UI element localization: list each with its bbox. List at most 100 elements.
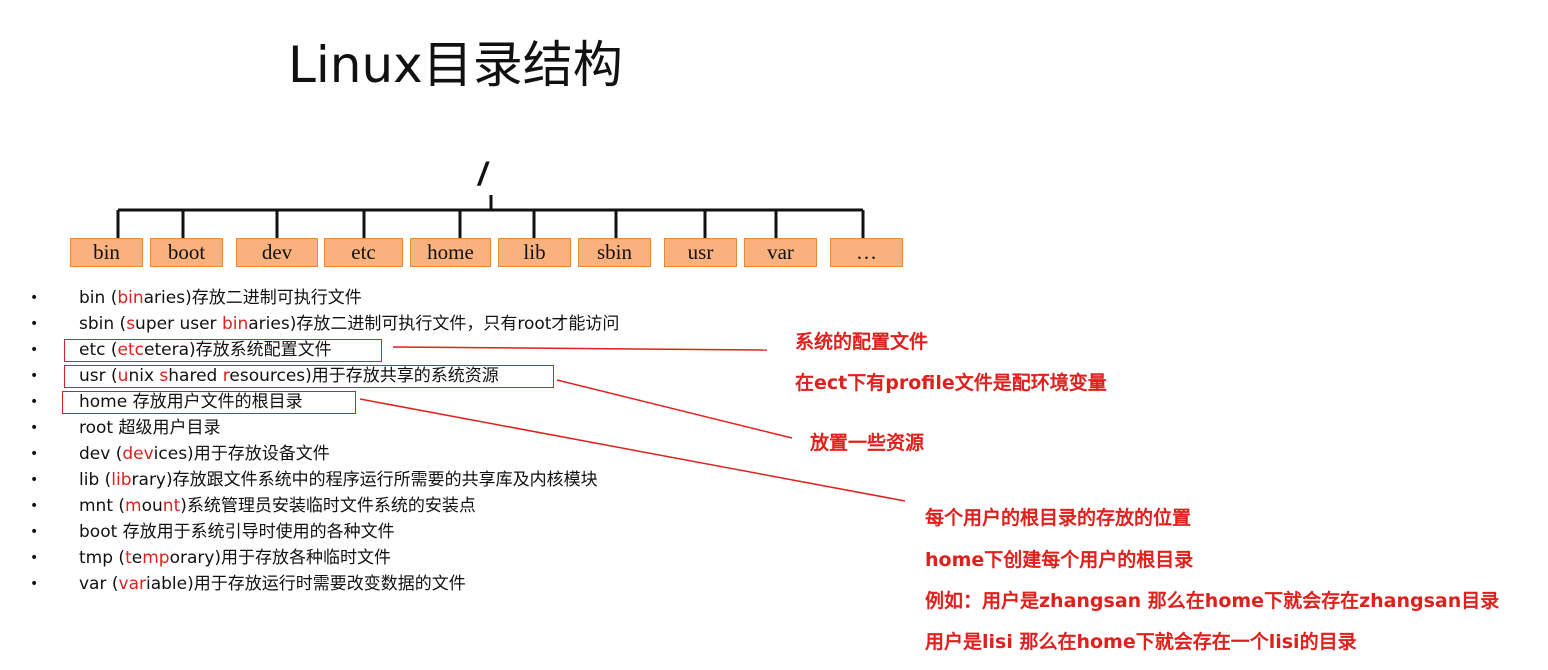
text-segment: root 超级用户目录 xyxy=(79,418,221,438)
text-segment: aries)存放二进制可执行文件 xyxy=(143,288,362,308)
text-segment: rary)存放跟文件系统中的程序运行所需要的共享库及内核模块 xyxy=(131,470,598,490)
dir-box-more: … xyxy=(830,238,903,267)
text-segment: e xyxy=(131,548,143,568)
highlight-box-etc xyxy=(64,339,382,362)
text-segment: ices)用于存放设备文件 xyxy=(153,444,330,464)
bullet-marker: • xyxy=(30,420,39,436)
text-segment: lib ( xyxy=(79,470,112,490)
list-item: • var (variable)用于存放运行时需要改变数据的文件 xyxy=(0,571,760,597)
highlighted-abbreviation: t xyxy=(125,548,132,568)
list-item-text: mnt (mount)系统管理员安装临时文件系统的安装点 xyxy=(79,493,476,519)
list-item-text: var (variable)用于存放运行时需要改变数据的文件 xyxy=(79,571,466,597)
list-item-text: tmp (temporary)用于存放各种临时文件 xyxy=(79,545,391,571)
text-segment: bin ( xyxy=(79,288,118,308)
text-segment: hared xyxy=(168,366,223,386)
highlighted-abbreviation: lib xyxy=(111,470,132,490)
highlight-box-home xyxy=(62,391,356,414)
highlighted-abbreviation: s xyxy=(126,314,136,334)
dir-box-home: home xyxy=(410,238,491,267)
bullet-marker: • xyxy=(30,576,39,592)
bullet-marker: • xyxy=(30,550,39,566)
text-segment: nix xyxy=(128,366,160,386)
list-item-text: lib (library)存放跟文件系统中的程序运行所需要的共享库及内核模块 xyxy=(79,467,598,493)
text-segment: etc ( xyxy=(79,340,118,360)
highlighted-abbreviation: bin xyxy=(117,288,144,308)
dir-box-dev: dev xyxy=(236,238,318,267)
highlighted-abbreviation: dev xyxy=(122,444,154,464)
highlighted-abbreviation: m xyxy=(125,496,142,516)
annotation-home-line2: home下创建每个用户的根目录 xyxy=(925,549,1194,571)
annotation-etc-line2: 在ect下有profile文件是配环境变量 xyxy=(795,372,1107,394)
text-segment: var ( xyxy=(79,574,119,594)
list-item: • lib (library)存放跟文件系统中的程序运行所需要的共享库及内核模块 xyxy=(0,467,760,493)
bullet-marker: • xyxy=(30,524,39,540)
annotation-home-line1: 每个用户的根目录的存放的位置 xyxy=(925,507,1192,529)
text-segment: iable)用于存放运行时需要改变数据的文件 xyxy=(145,574,466,594)
bullet-marker: • xyxy=(30,316,39,332)
annotation-home-line4: 用户是lisi 那么在home下就会存在一个lisi的目录 xyxy=(925,631,1357,653)
text-segment: home 存放用户文件的根目录 xyxy=(79,392,303,412)
list-item: • bin (binaries)存放二进制可执行文件 xyxy=(0,285,760,311)
list-item-text: boot 存放用于系统引导时使用的各种文件 xyxy=(79,519,395,545)
text-segment: uper user xyxy=(135,314,222,334)
annotation-usr: 放置一些资源 xyxy=(810,432,925,454)
text-segment: usr ( xyxy=(79,366,118,386)
bullet-marker: • xyxy=(30,368,39,384)
dir-box-lib: lib xyxy=(498,238,571,267)
list-item-text: root 超级用户目录 xyxy=(79,415,221,441)
connector-line-usr xyxy=(556,379,793,439)
list-item-text: bin (binaries)存放二进制可执行文件 xyxy=(79,285,362,311)
text-segment: sbin ( xyxy=(79,314,127,334)
annotation-home-line3: 例如：用户是zhangsan 那么在home下就会存在zhangsan目录 xyxy=(925,590,1500,612)
text-segment: orary)用于存放各种临时文件 xyxy=(169,548,392,568)
bullet-marker: • xyxy=(30,342,39,358)
tree-root-label: / xyxy=(478,156,487,192)
connector-line-home xyxy=(359,398,906,502)
highlighted-abbreviation: s xyxy=(159,366,169,386)
dir-box-boot: boot xyxy=(150,238,223,267)
highlighted-abbreviation: nt xyxy=(162,496,181,516)
text-segment: ou xyxy=(141,496,163,516)
highlighted-abbreviation: r xyxy=(222,366,230,386)
bullet-marker: • xyxy=(30,290,39,306)
bullet-marker: • xyxy=(30,394,39,410)
dir-box-sbin: sbin xyxy=(578,238,651,267)
text-segment: )系统管理员安装临时文件系统的安装点 xyxy=(180,496,476,516)
list-item: • usr (unix shared resources)用于存放共享的系统资源 xyxy=(0,363,760,389)
bullet-marker: • xyxy=(30,498,39,514)
list-item: • home 存放用户文件的根目录 xyxy=(0,389,760,415)
list-item: • sbin (super user binaries)存放二进制可执行文件，只… xyxy=(0,311,760,337)
dir-box-etc: etc xyxy=(324,238,403,267)
highlighted-abbreviation: etc xyxy=(117,340,144,360)
text-segment: tmp ( xyxy=(79,548,126,568)
text-segment: aries)存放二进制可执行文件，只有root才能访问 xyxy=(248,314,620,334)
page-title: Linux目录结构 xyxy=(288,36,623,94)
highlighted-abbreviation: mp xyxy=(142,548,170,568)
list-item: • dev (devices)用于存放设备文件 xyxy=(0,441,760,467)
dir-box-bin: bin xyxy=(70,238,143,267)
highlighted-abbreviation: var xyxy=(118,574,146,594)
dir-box-var: var xyxy=(744,238,817,267)
text-segment: mnt ( xyxy=(79,496,126,516)
highlighted-abbreviation: bin xyxy=(221,314,249,334)
connector-line-etc xyxy=(392,346,768,351)
list-item-text: etc (etcetera)存放系统配置文件 xyxy=(79,337,332,363)
list-item: • mnt (mount)系统管理员安装临时文件系统的安装点 xyxy=(0,493,760,519)
list-item-text: sbin (super user binaries)存放二进制可执行文件，只有r… xyxy=(79,311,619,337)
bullet-marker: • xyxy=(30,446,39,462)
list-item: • tmp (temporary)用于存放各种临时文件 xyxy=(0,545,760,571)
text-segment: dev ( xyxy=(79,444,123,464)
list-item-text: home 存放用户文件的根目录 xyxy=(79,389,303,415)
list-item-text: dev (devices)用于存放设备文件 xyxy=(79,441,330,467)
text-segment: etera)存放系统配置文件 xyxy=(144,340,332,360)
list-item: • etc (etcetera)存放系统配置文件 xyxy=(0,337,760,363)
text-segment: boot 存放用于系统引导时使用的各种文件 xyxy=(79,522,395,542)
bullet-marker: • xyxy=(30,472,39,488)
list-item-text: usr (unix shared resources)用于存放共享的系统资源 xyxy=(79,363,499,389)
dir-box-usr: usr xyxy=(664,238,737,267)
annotation-etc-line1: 系统的配置文件 xyxy=(795,331,929,353)
highlighted-abbreviation: u xyxy=(117,366,129,386)
text-segment: esources)用于存放共享的系统资源 xyxy=(229,366,499,386)
